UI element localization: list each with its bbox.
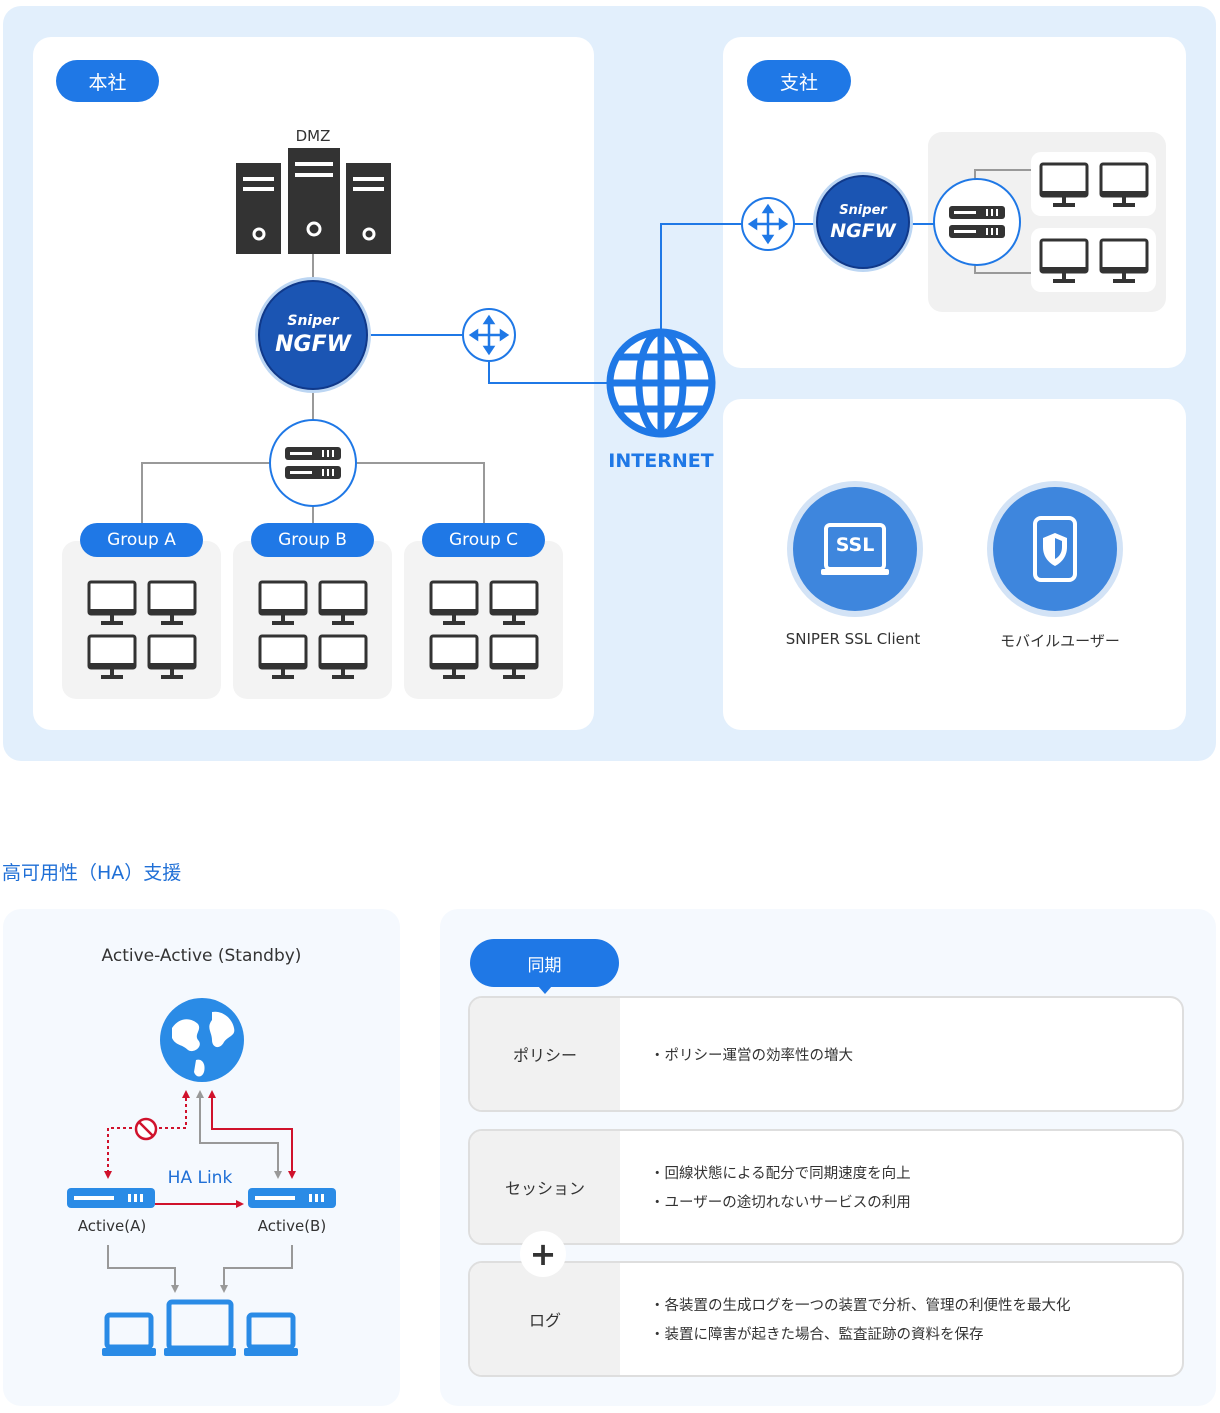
group-a-label: Group A: [80, 523, 203, 557]
ha-device-a-label: Active(A): [77, 1217, 147, 1235]
ha-device-b-label: Active(B): [257, 1217, 327, 1235]
ha-device-b-icon: [248, 1188, 336, 1208]
sync-row-log: ログ ・各装置の生成ログを一つの装置で分析、管理の利便性を最大化 ・装置に障害が…: [468, 1261, 1184, 1377]
hq-ngfw-brand-main: NGFW: [275, 332, 351, 357]
hq-switch-icon: [269, 419, 357, 507]
sync-row-head: セッション: [470, 1131, 620, 1243]
group-c-label: Group C: [422, 523, 545, 557]
branch-ngfw-brand-main: NGFW: [830, 220, 896, 242]
group-b-box: [233, 541, 392, 699]
ssl-icon-text: SSL: [835, 534, 875, 556]
hq-ngfw-icon: [255, 277, 371, 393]
branch-switch-icon: [933, 178, 1021, 266]
ha-laptops-icon: [104, 1299, 296, 1351]
ha-link-label: HA Link: [167, 1168, 233, 1188]
ha-mode-title: Active-Active (Standby): [101, 946, 302, 966]
ha-diagram-card: [3, 909, 400, 1406]
sync-badge-pointer: [538, 986, 552, 994]
ha-globe-icon: [160, 998, 244, 1082]
group-a-box: [62, 541, 221, 699]
sync-row-item: ・ポリシー運営の効率性の増大: [650, 1047, 853, 1064]
sync-row-policy: ポリシー ・ポリシー運営の効率性の増大: [468, 996, 1184, 1112]
dmz-servers-icon: [236, 148, 391, 254]
dmz-label: DMZ: [295, 127, 331, 145]
hq-router-icon: [462, 308, 516, 362]
internet-globe-icon: [606, 328, 716, 438]
sync-row-head: ログ: [470, 1263, 620, 1375]
mobile-user-label: モバイルユーザー: [1000, 632, 1120, 650]
hq-label: 本社: [56, 60, 159, 102]
sync-row-head: ポリシー: [470, 998, 620, 1110]
ha-section-title: 高可用性（HA）支援: [2, 862, 182, 884]
ssl-client-label: SNIPER SSL Client: [785, 630, 921, 648]
group-c-box: [404, 541, 563, 699]
branch-label: 支社: [747, 60, 851, 102]
plus-icon: +: [520, 1231, 566, 1277]
branch-ngfw-brand-top: Sniper: [839, 203, 887, 218]
sync-row-item: ・装置に障害が起きた場合、監査証跡の資料を保存: [650, 1327, 984, 1343]
branch-ngfw-icon: [813, 172, 913, 272]
sync-badge: 同期: [470, 939, 619, 987]
sync-row-item: ・回線状態による配分で同期速度を向上: [650, 1166, 911, 1182]
internet-label: INTERNET: [608, 450, 714, 472]
ha-diagram: [67, 998, 336, 1356]
mobile-user-icon: [987, 481, 1123, 617]
branch-router-icon: [741, 197, 795, 251]
sync-row-item: ・ユーザーの途切れないサービスの利用: [650, 1195, 911, 1211]
hq-ngfw-brand-top: Sniper: [287, 313, 339, 329]
sync-row-session: セッション ・回線状態による配分で同期速度を向上 ・ユーザーの途切れないサービス…: [468, 1129, 1184, 1245]
group-b-label: Group B: [251, 523, 374, 557]
sync-row-item: ・各装置の生成ログを一つの装置で分析、管理の利便性を最大化: [650, 1298, 1071, 1314]
ha-device-a-icon: [67, 1188, 155, 1208]
ssl-client-icon: [787, 481, 923, 617]
network-lines: [141, 148, 1123, 617]
